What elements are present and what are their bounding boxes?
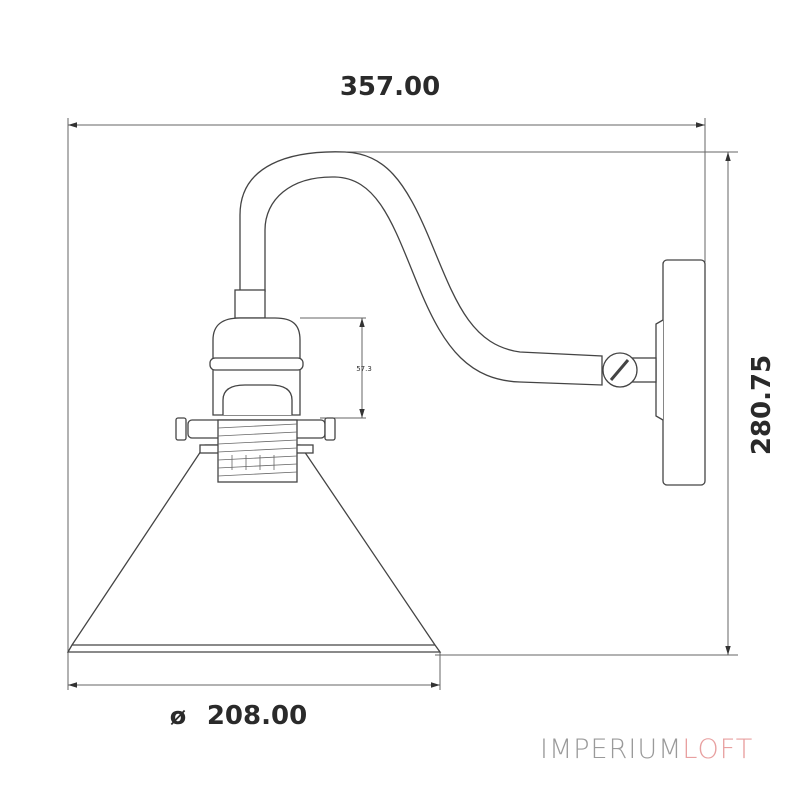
dimension-lines <box>67 118 738 690</box>
logo: IMPERIUMLOFT <box>540 734 753 765</box>
thread-lines <box>217 423 298 477</box>
logo-part-loft: LOFT <box>682 734 754 765</box>
right-knob <box>324 417 336 441</box>
logo-part-imperium: IMPERIUM <box>540 734 683 765</box>
lamp <box>66 151 706 653</box>
mount-bracket <box>655 319 664 421</box>
wall-plate <box>662 259 706 486</box>
left-knob <box>175 417 187 441</box>
socket-cap <box>234 289 266 319</box>
gooseneck-arm <box>239 151 603 386</box>
height-label: 280.75 <box>747 355 777 455</box>
diameter-symbol: ø <box>170 702 187 730</box>
socket-height-label: 57.3 <box>356 365 372 373</box>
diameter-label: 208.00 <box>207 701 307 731</box>
width-label: 357.00 <box>340 72 440 102</box>
